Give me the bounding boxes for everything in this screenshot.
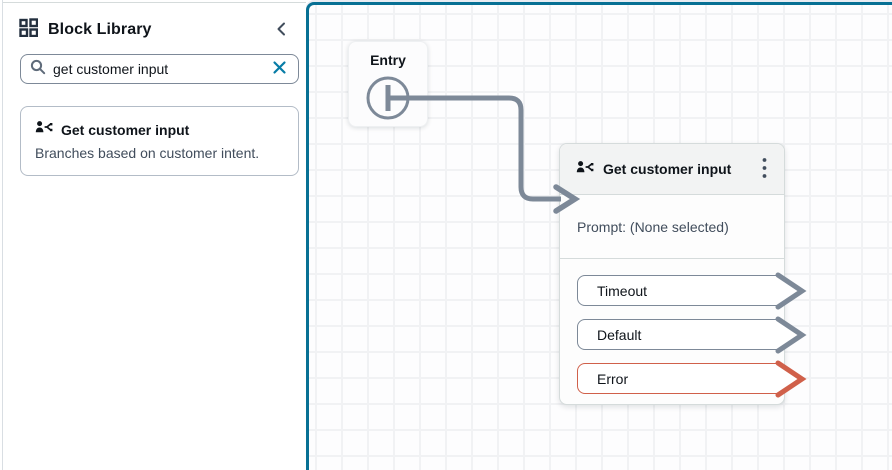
block-library-panel: Block Library: [3, 2, 306, 470]
card-title-row: Get customer input: [35, 120, 298, 139]
block-header: Get customer input: [560, 144, 784, 195]
x-clear-icon: [272, 60, 287, 78]
search-input[interactable]: [53, 61, 270, 77]
block-search-field: [20, 54, 299, 84]
panel-title: Block Library: [48, 21, 152, 38]
left-divider: [2, 0, 3, 470]
branch-output-chevron-icon[interactable]: [775, 359, 807, 399]
branch-output-chevron-icon[interactable]: [775, 271, 807, 311]
card-title: Get customer input: [61, 121, 190, 138]
card-description: Branches based on customer intent.: [35, 145, 260, 161]
block-library-grid-icon: [19, 18, 39, 42]
block-library-header: Block Library: [19, 15, 292, 45]
branch-label: Timeout: [597, 282, 648, 299]
collapse-panel-button[interactable]: [270, 19, 292, 41]
block-title: Get customer input: [603, 161, 732, 177]
kebab-vertical-icon: [762, 157, 767, 182]
search-icon: [30, 59, 46, 80]
block-menu-button[interactable]: [752, 154, 776, 184]
person-branch-icon: [576, 160, 594, 179]
branch-label: Default: [597, 326, 642, 343]
branch-error[interactable]: Error: [577, 360, 807, 398]
branch-output-chevron-icon[interactable]: [775, 315, 807, 355]
chevron-left-icon: [275, 21, 287, 40]
branch-default[interactable]: Default: [577, 316, 807, 354]
entry-block[interactable]: Entry: [348, 41, 428, 127]
person-branch-icon: [35, 120, 53, 139]
entry-block-title: Entry: [370, 52, 406, 68]
branch-label: Error: [597, 370, 629, 387]
block-prompt-summary: Prompt: (None selected): [560, 195, 784, 259]
clear-search-button[interactable]: [270, 58, 289, 80]
branch-timeout[interactable]: Timeout: [577, 272, 807, 310]
block-result-card-get-customer-input[interactable]: Get customer input Branches based on cus…: [20, 106, 299, 176]
get-customer-input-block[interactable]: Get customer input Prompt: (None selecte…: [559, 143, 807, 405]
flow-canvas[interactable]: Entry: [306, 2, 892, 470]
